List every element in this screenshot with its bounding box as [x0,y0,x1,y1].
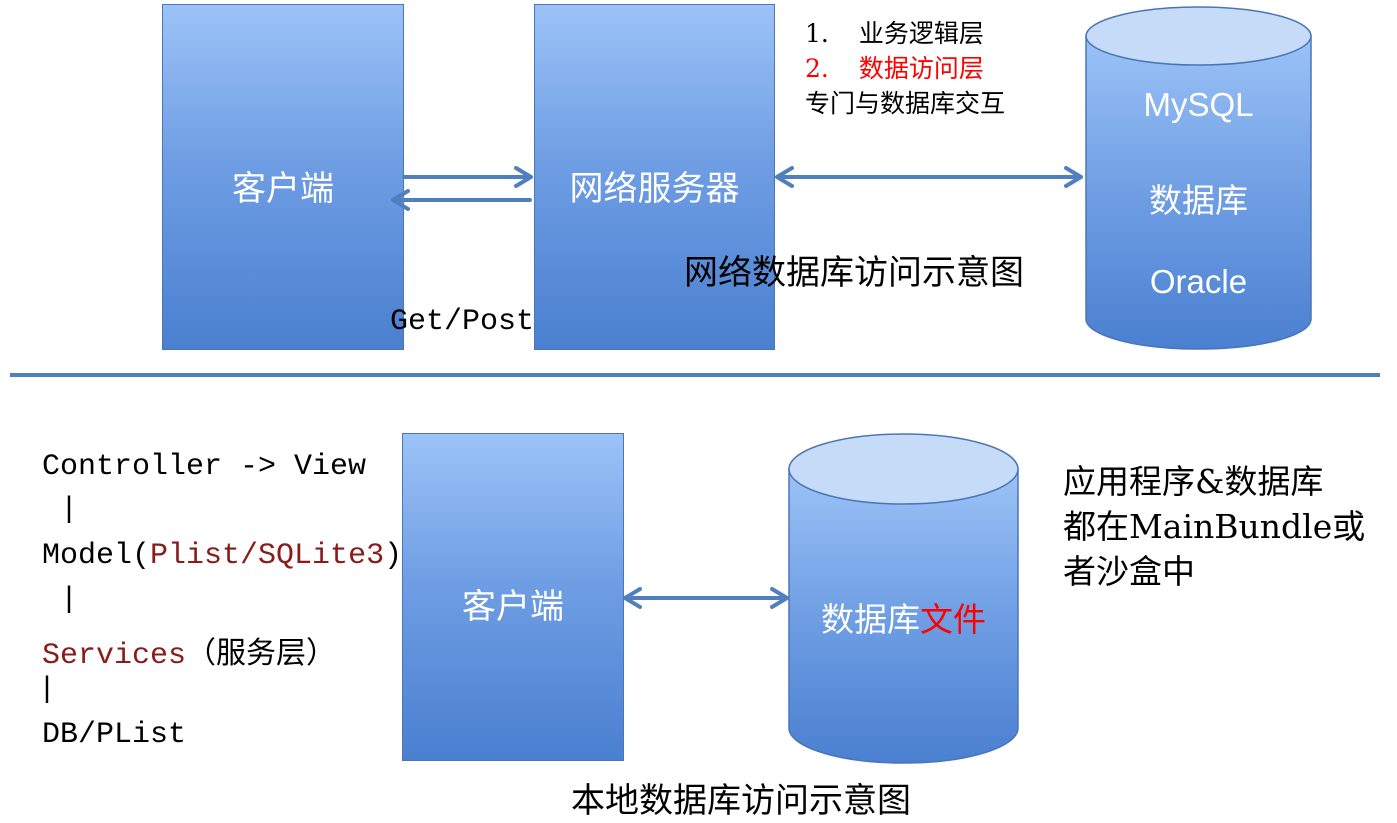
server-label: 网络服务器 [569,169,740,209]
db-label-oracle: Oracle [1149,263,1248,300]
db-file-label: 数据库文件 [788,593,1019,641]
note-text-2: 数据访问层 [858,54,984,83]
code-line-model: Model(Plist/SQLite3) [42,539,402,573]
code-line-controller: Controller -> View [42,450,367,484]
db-cylinder-bottom: 数据库文件 [788,432,1019,764]
note-item-2: 2. 数据访问层 [805,49,984,85]
db-cylinder-top: MySQL 数据库 Oracle [1085,6,1312,351]
arrow-local-head-left [623,587,642,609]
arrow-server-to-client-head [391,189,410,211]
bottom-note-line-3: 者沙盒中 [1063,552,1195,591]
client-label-top: 客户端 [232,169,334,209]
note-item-1: 1. 业务逻辑层 [805,14,984,50]
model-red: Plist/SQLite3 [150,539,385,573]
db-file-red: 文件 [920,600,986,639]
note-text-1: 业务逻辑层 [858,19,984,48]
bottom-note-line-1: 应用程序&数据库 [1063,462,1324,501]
client-label-bottom: 客户端 [462,587,564,627]
arrow-local-head-right [770,587,789,609]
note-line-3: 专门与数据库交互 [805,89,1006,118]
client-box-bottom: 客户端 [402,433,624,761]
arrow-server-db-head-left [775,166,794,188]
bottom-note-line-2: 都在MainBundle或 [1063,507,1366,546]
top-caption: 网络数据库访问示意图 [684,253,1024,293]
bottom-caption: 本地数据库访问示意图 [571,781,911,821]
services-red: Services [42,639,187,673]
client-box-top: 客户端 [162,4,404,350]
arrow-client-to-server-head [514,166,533,188]
server-box: 网络服务器 [534,4,775,350]
model-suffix: ) [384,539,403,573]
db-cylinder-top-shape [1085,6,1312,350]
note-num-2: 2. [805,54,829,83]
code-line-services: Services（服务层） [42,628,336,673]
db-label-mysql: MySQL [1143,86,1254,123]
code-sep-1: | [60,493,79,527]
services-suffix: （服务层） [186,636,337,671]
code-line-db: DB/PList [42,718,187,752]
note-num-1: 1. [805,19,829,48]
db-label-database: 数据库 [1149,181,1248,220]
get-post-label: Get/Post [390,305,535,339]
code-sep-2: | [60,583,79,617]
db-file-prefix: 数据库 [821,600,920,639]
arrow-server-db-head-right [1064,166,1083,188]
db-cylinder-bottom-shape [788,433,1019,764]
code-sep-3: | [38,673,57,707]
model-prefix: Model( [42,539,151,573]
